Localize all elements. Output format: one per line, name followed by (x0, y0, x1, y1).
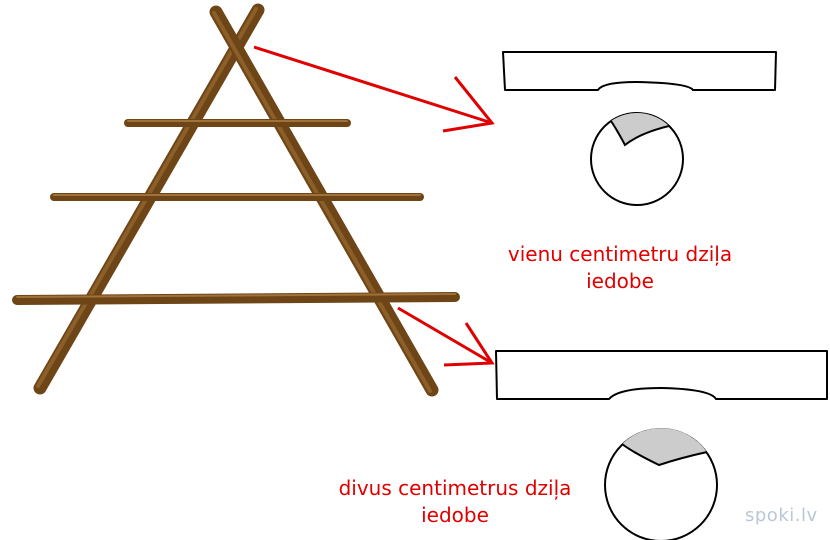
plank-bottom-side-view (495, 350, 828, 400)
ladder-shelf (12, 3, 460, 397)
cross-section-top (590, 112, 684, 206)
watermark-logo: spoki.lv (745, 505, 818, 526)
annotation-bottom-line2: iedobe (421, 503, 489, 527)
arrow-bottom (397, 306, 495, 367)
annotation-one-cm-notch: vienu centimetru dziļa iedobe (480, 241, 760, 295)
annotation-two-cm-notch: divus centimetrus dziļa iedobe (295, 475, 615, 529)
annotation-top-line2: iedobe (586, 269, 654, 293)
shelf-bottom (12, 292, 460, 305)
arrow-top (253, 45, 495, 133)
annotation-bottom-line1: divus centimetrus dziļa (338, 476, 572, 500)
plank-top-side-view (502, 51, 777, 91)
annotation-top-line1: vienu centimetru dziļa (507, 242, 733, 266)
cross-section-bottom (604, 428, 718, 540)
